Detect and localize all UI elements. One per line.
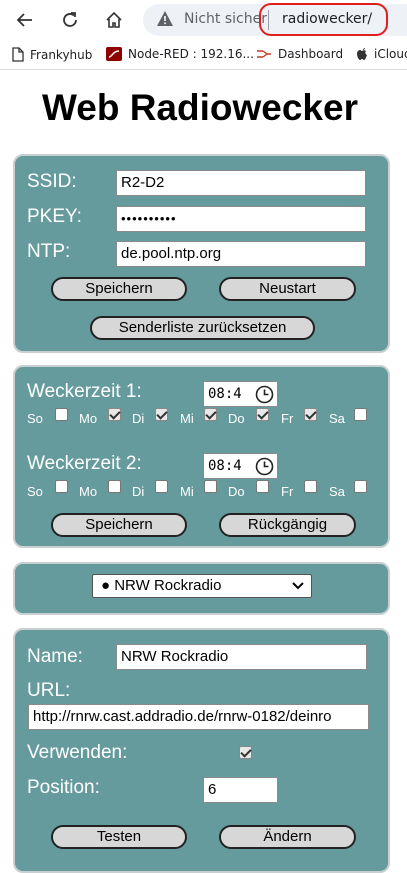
- day-label-fr: Fr: [281, 484, 294, 499]
- ssid-label: SSID:: [27, 171, 77, 192]
- day-label-sa: Sa: [329, 411, 345, 426]
- day-label-sa: Sa: [329, 484, 345, 499]
- page-title: Web Radiowecker: [42, 87, 358, 128]
- day-label-do: Do: [228, 484, 245, 499]
- test-button[interactable]: Testen: [51, 825, 187, 849]
- alarm1-time-input[interactable]: 08:4: [203, 381, 278, 407]
- day-label-mo: Mo: [79, 484, 98, 499]
- day-label-mi: Mi: [180, 411, 194, 426]
- station-select[interactable]: ● NRW Rockradio: [92, 574, 312, 598]
- day-label-mo: Mo: [79, 411, 98, 426]
- day-label-di: Di: [132, 484, 145, 499]
- ntp-input[interactable]: de.pool.ntp.org: [116, 241, 366, 267]
- day-label-so: So: [27, 484, 43, 499]
- bookmark-label: iCloud: [374, 47, 407, 61]
- alarm-panel: Weckerzeit 1: 08:4 So Mo Di Mi Do Fr Sa …: [13, 365, 390, 548]
- day-label-so: So: [27, 411, 43, 426]
- alarm1-day-di-checkbox[interactable]: [155, 408, 168, 421]
- alarm1-day-sa-checkbox[interactable]: [354, 408, 367, 421]
- ntp-label: NTP:: [27, 241, 71, 262]
- network-save-button[interactable]: Speichern: [51, 277, 187, 301]
- bookmark-frankyhub[interactable]: Frankyhub: [12, 47, 92, 62]
- alarm2-day-fr-checkbox[interactable]: [304, 480, 317, 493]
- station-select-panel: ● NRW Rockradio: [13, 562, 390, 615]
- bookmark-dashboard[interactable]: Dashboard: [256, 47, 343, 61]
- warning-icon[interactable]: [156, 10, 174, 33]
- url-label: URL:: [27, 680, 71, 701]
- alarm1-time-value: 08:4: [208, 386, 242, 402]
- alarm1-day-fr-checkbox[interactable]: [304, 408, 317, 421]
- url-input[interactable]: http://rnrw.cast.addradio.de/rnrw-0182/d…: [28, 704, 369, 730]
- apple-icon: [356, 47, 368, 61]
- pkey-label: PKEY:: [27, 206, 82, 227]
- alarm2-day-di-checkbox[interactable]: [155, 480, 168, 493]
- reset-stations-button[interactable]: Senderliste zurücksetzen: [90, 316, 315, 340]
- station-select-value: ● NRW Rockradio: [101, 577, 222, 594]
- alarm-save-button[interactable]: Speichern: [51, 513, 187, 537]
- browser-toolbar: Nicht sicher radiowecker/: [0, 0, 407, 40]
- position-label: Position:: [27, 777, 100, 798]
- alarm1-label: Weckerzeit 1:: [27, 381, 142, 402]
- alarm2-day-sa-checkbox[interactable]: [354, 480, 367, 493]
- day-label-do: Do: [228, 411, 245, 426]
- address-bar[interactable]: [143, 4, 407, 36]
- reload-icon[interactable]: [58, 8, 82, 32]
- ssid-input[interactable]: R2-D2: [116, 170, 366, 196]
- station-edit-panel: Name: NRW Rockradio URL: http://rnrw.cas…: [13, 628, 390, 873]
- bookmarks-bar: Frankyhub Node-RED : 192.16... Dashboard…: [0, 40, 407, 70]
- change-button[interactable]: Ändern: [219, 825, 356, 849]
- alarm2-label: Weckerzeit 2:: [27, 453, 142, 474]
- alarm1-day-mo-checkbox[interactable]: [108, 408, 121, 421]
- chevron-down-icon: [291, 578, 305, 600]
- use-checkbox[interactable]: [239, 746, 252, 759]
- clock-icon[interactable]: [255, 385, 274, 408]
- alarm2-time-input[interactable]: 08:4: [203, 453, 278, 479]
- alarm-undo-button[interactable]: Rückgängig: [219, 513, 356, 537]
- url-separator: [268, 10, 269, 30]
- alarm2-day-mi-checkbox[interactable]: [204, 480, 217, 493]
- page-icon: [12, 47, 24, 62]
- day-label-mi: Mi: [180, 484, 194, 499]
- alarm2-day-mo-checkbox[interactable]: [108, 480, 121, 493]
- alarm1-day-so-checkbox[interactable]: [55, 408, 68, 421]
- web-page: Web Radiowecker SSID: R2-D2 PKEY: ••••••…: [0, 71, 407, 873]
- pkey-input[interactable]: ••••••••••: [116, 206, 366, 232]
- name-label: Name:: [27, 646, 83, 667]
- name-input[interactable]: NRW Rockradio: [116, 644, 367, 670]
- dashboard-icon: [256, 48, 272, 60]
- url-highlight-annotation: [259, 3, 388, 36]
- bookmark-label: Node-RED : 192.16...: [128, 47, 254, 61]
- bookmark-label: Dashboard: [278, 47, 344, 61]
- home-icon[interactable]: [102, 8, 126, 32]
- alarm2-day-so-checkbox[interactable]: [55, 480, 68, 493]
- bookmark-label: Frankyhub: [30, 47, 93, 62]
- network-panel: SSID: R2-D2 PKEY: •••••••••• NTP: de.poo…: [13, 154, 390, 353]
- alarm2-time-value: 08:4: [208, 458, 242, 474]
- day-label-di: Di: [132, 411, 145, 426]
- day-label-fr: Fr: [281, 411, 294, 426]
- alarm1-day-do-checkbox[interactable]: [256, 408, 269, 421]
- restart-button[interactable]: Neustart: [219, 277, 356, 301]
- use-label: Verwenden:: [27, 742, 128, 763]
- back-icon[interactable]: [13, 8, 37, 32]
- url-text[interactable]: radiowecker/: [282, 11, 373, 27]
- bookmark-node-red[interactable]: Node-RED : 192.16...: [106, 47, 254, 61]
- clock-icon[interactable]: [255, 457, 274, 480]
- security-status[interactable]: Nicht sicher: [184, 11, 267, 27]
- alarm2-day-do-checkbox[interactable]: [256, 480, 269, 493]
- alarm1-day-mi-checkbox[interactable]: [204, 408, 217, 421]
- position-input[interactable]: 6: [203, 777, 278, 803]
- bookmark-icloud[interactable]: iCloud: [356, 47, 407, 61]
- node-red-icon: [106, 47, 122, 61]
